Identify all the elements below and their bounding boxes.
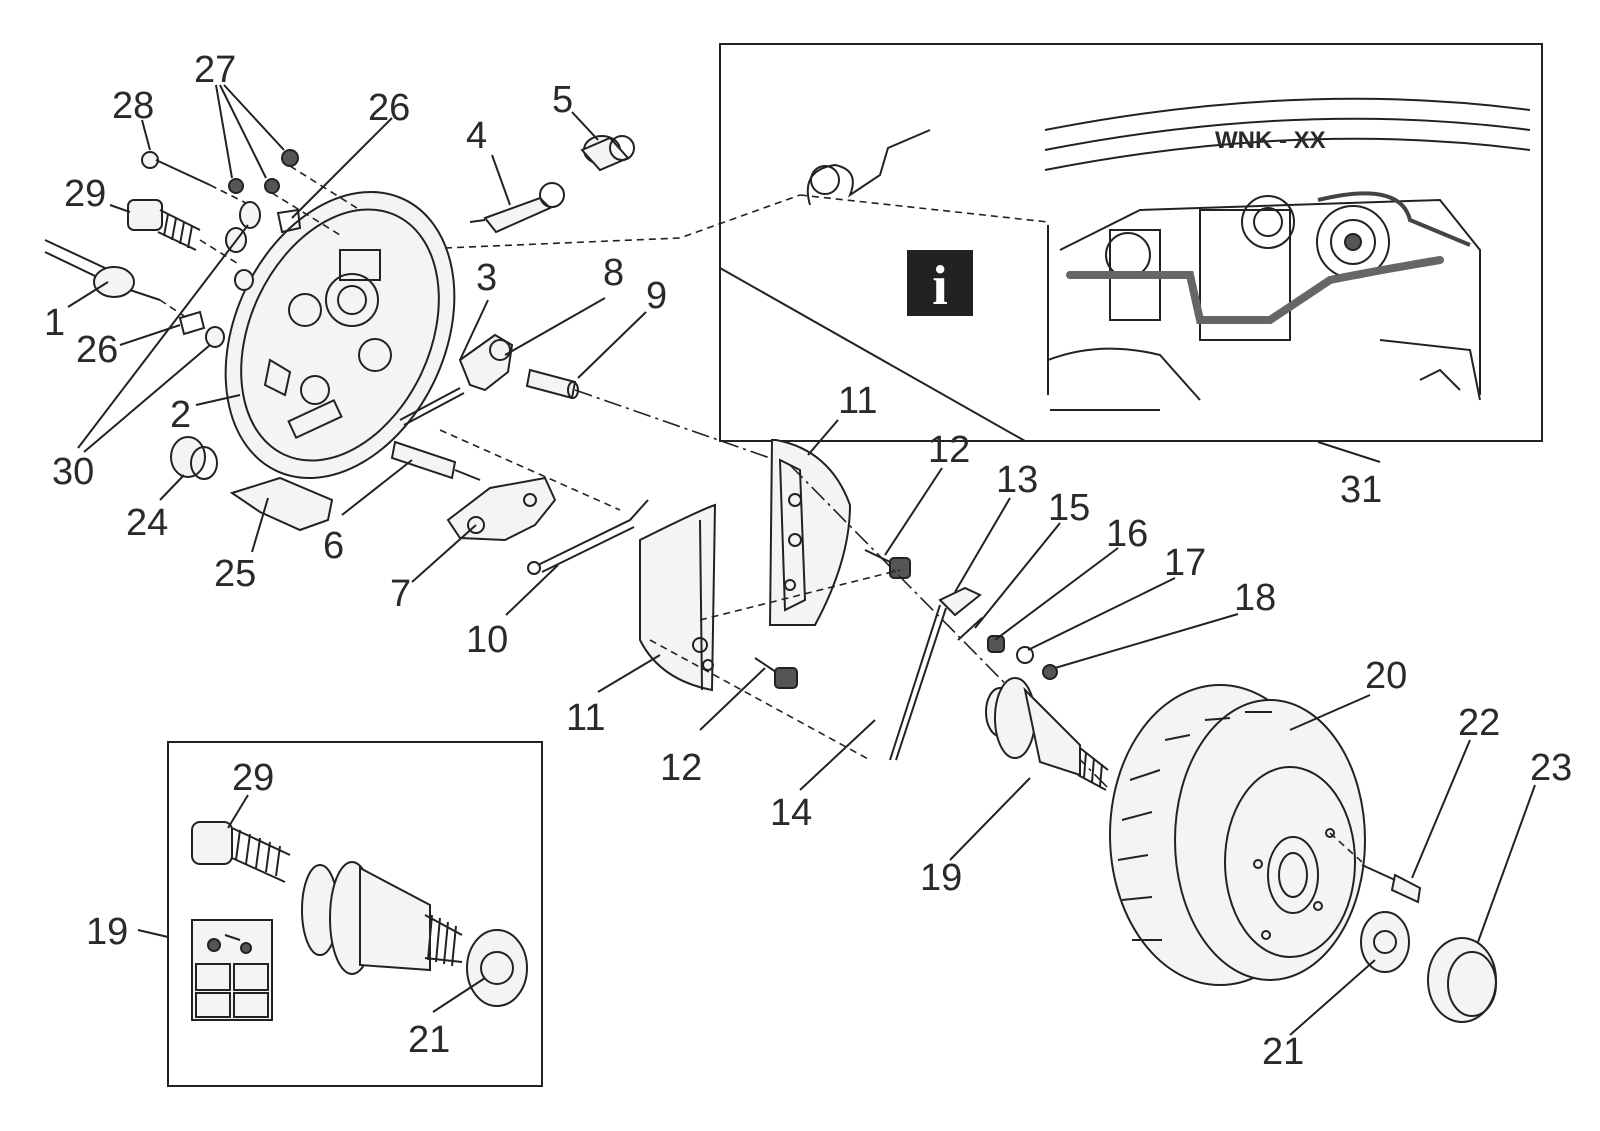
callout-labels: 1 2 3 4 5 6 7 8 9 10 11 11 12 12 13 14 1… — [44, 49, 1572, 1073]
callout-6: 6 — [323, 525, 344, 567]
callout-29-inset: 29 — [232, 757, 274, 799]
callout-13: 13 — [996, 459, 1038, 501]
callout-3: 3 — [476, 257, 497, 299]
callout-14: 14 — [770, 792, 812, 834]
callout-26-lower: 26 — [76, 329, 118, 371]
callout-30: 30 — [52, 451, 94, 493]
callout-4: 4 — [466, 115, 487, 157]
callout-10: 10 — [466, 619, 508, 661]
info-symbol: i — [932, 255, 948, 317]
callout-21-inset: 21 — [408, 1019, 450, 1061]
callout-22: 22 — [1458, 702, 1500, 744]
callout-2: 2 — [170, 394, 191, 436]
upper-middle-parts — [390, 135, 791, 542]
leader-lines — [67, 84, 1536, 1036]
callout-12-upper: 12 — [928, 429, 970, 471]
callout-31: 31 — [1340, 469, 1382, 511]
callout-27: 27 — [194, 49, 236, 91]
callout-24: 24 — [126, 502, 168, 544]
callout-18: 18 — [1234, 577, 1276, 619]
info-icon: i — [907, 250, 973, 317]
callout-12-lower: 12 — [660, 747, 702, 789]
callout-5: 5 — [552, 79, 573, 121]
callout-19-inset: 19 — [86, 911, 128, 953]
inset-marking-text: WNK - XX — [1215, 127, 1326, 154]
callout-16: 16 — [1106, 513, 1148, 555]
callout-15: 15 — [1048, 487, 1090, 529]
callout-17: 17 — [1164, 542, 1206, 584]
stub-axle — [789, 464, 1111, 791]
callout-11-lower: 11 — [566, 697, 605, 739]
adjuster-parts — [889, 586, 1058, 761]
callout-28: 28 — [112, 85, 154, 127]
callout-8: 8 — [603, 252, 624, 294]
callout-9: 9 — [646, 275, 667, 317]
callout-7: 7 — [390, 573, 411, 615]
callout-20: 20 — [1365, 655, 1407, 697]
callout-23: 23 — [1530, 747, 1572, 789]
callout-19-main: 19 — [920, 857, 962, 899]
brake-shoes — [527, 439, 911, 761]
callout-25: 25 — [214, 553, 256, 595]
brake-drum — [1109, 684, 1497, 1023]
inset-link-line — [444, 194, 801, 249]
callout-1: 1 — [44, 302, 65, 344]
callout-21-main: 21 — [1262, 1031, 1304, 1073]
callout-26-upper: 26 — [368, 87, 410, 129]
upper-left-parts — [44, 149, 361, 532]
inset-detail-31: WNK - XX i — [719, 43, 1543, 442]
callout-29-main: 29 — [64, 173, 106, 215]
inset-detail-19 — [137, 741, 543, 1087]
callout-11-upper: 11 — [838, 380, 877, 422]
